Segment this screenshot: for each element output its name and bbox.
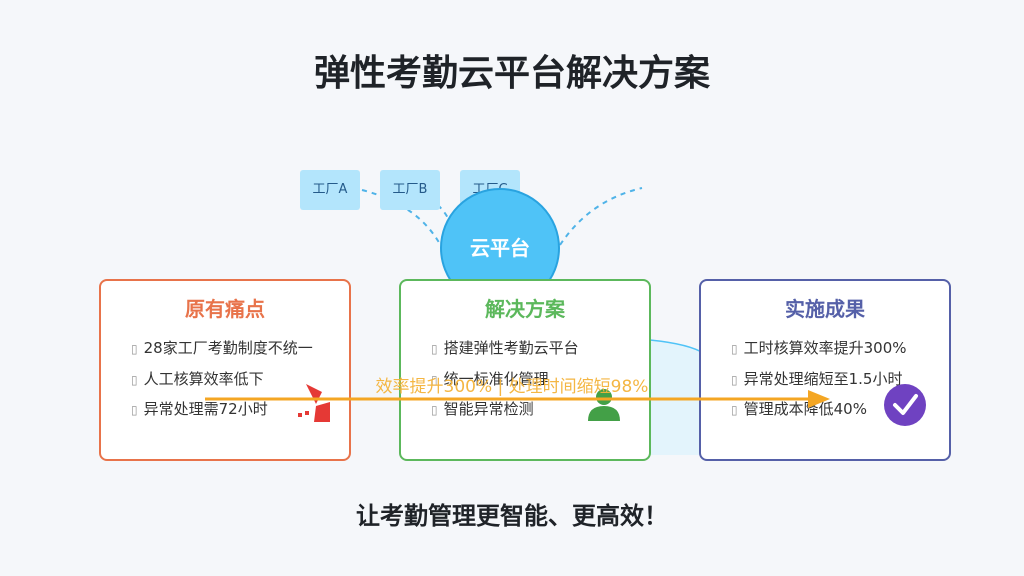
card-title: 解决方案 (485, 297, 565, 321)
factory-tag-b: 工厂B (380, 170, 440, 210)
background-arc (650, 340, 705, 455)
list-item: ▯管理成本降低40% (731, 400, 867, 418)
card-results: 实施成果 ▯工时核算效率提升300% ▯异常处理缩短至1.5小时 ▯管理成本降低… (699, 279, 951, 461)
bullet-icon: ▯ (431, 342, 438, 356)
bullet-icon: ▯ (731, 373, 738, 387)
factory-tag-a: 工厂A (300, 170, 360, 210)
list-item: ▯28家工厂考勤制度不统一 (131, 339, 313, 357)
footer-slogan: 让考勤管理更智能、更高效！ (356, 502, 668, 530)
factory-extra-connector (559, 187, 643, 246)
card-title: 原有痛点 (185, 297, 265, 321)
list-item: ▯异常处理缩短至1.5小时 (731, 370, 903, 388)
bullet-icon: ▯ (731, 403, 738, 417)
factory-a-connector (361, 189, 443, 249)
bullet-icon: ▯ (431, 403, 438, 417)
card-pain-points: 原有痛点 ▯28家工厂考勤制度不统一 ▯人工核算效率低下 ▯异常处理需72小时 (99, 279, 351, 461)
bullet-icon: ▯ (131, 373, 138, 387)
list-item: ▯统一标准化管理 (431, 370, 549, 388)
list-item: ▯异常处理需72小时 (131, 400, 268, 418)
card-title: 实施成果 (785, 297, 865, 321)
bullet-icon: ▯ (131, 403, 138, 417)
bullet-icon: ▯ (731, 342, 738, 356)
list-item: ▯人工核算效率低下 (131, 370, 264, 388)
list-item: ▯工时核算效率提升300% (731, 339, 907, 357)
page-title: 弹性考勤云平台解决方案 (313, 53, 710, 94)
improvement-banner: 效率提升300% | 处理时间缩短98% (375, 377, 649, 397)
card-solution: 解决方案 ▯搭建弹性考勤云平台 ▯统一标准化管理 ▯智能异常检测 (399, 279, 651, 461)
bullet-icon: ▯ (431, 373, 438, 387)
list-item: ▯搭建弹性考勤云平台 (431, 339, 579, 357)
bullet-icon: ▯ (131, 342, 138, 356)
list-item: ▯智能异常检测 (431, 400, 534, 418)
